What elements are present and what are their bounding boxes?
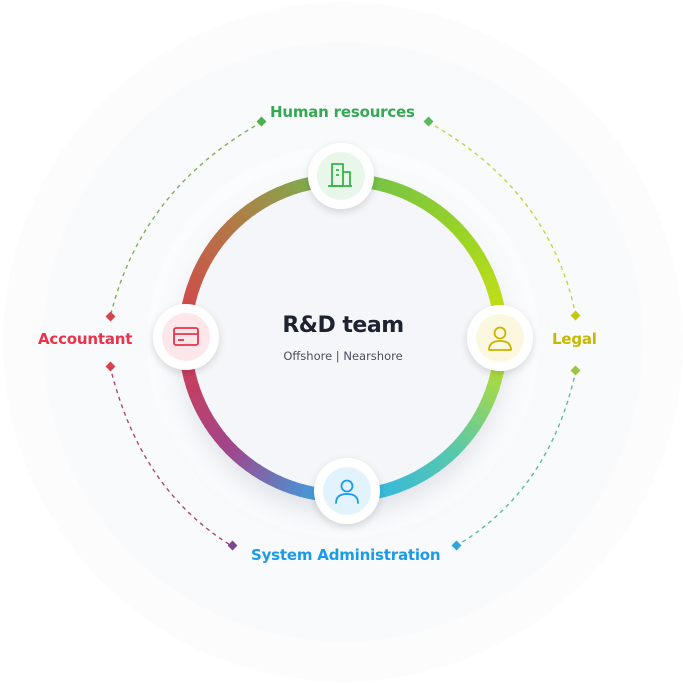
connector-legal-sysadm <box>455 369 577 547</box>
connector-hr-legal <box>427 121 577 317</box>
endpoint-diamond <box>451 540 462 551</box>
center-disc <box>183 182 503 502</box>
connector-hr-acct <box>109 121 263 319</box>
node-sysadm[interactable] <box>314 458 380 524</box>
endpoint-diamond <box>570 310 581 321</box>
user-icon <box>335 479 359 504</box>
label-legal: Legal <box>552 330 597 348</box>
endpoint-diamond <box>570 365 581 376</box>
label-sysadm: System Administration <box>251 546 441 564</box>
building-icon <box>328 163 352 187</box>
label-hr: Human resources <box>270 103 415 121</box>
node-hr[interactable] <box>308 143 374 209</box>
user-icon <box>488 326 512 351</box>
node-legal[interactable] <box>467 305 533 371</box>
center-subtitle: Offshore | Nearshore <box>283 349 403 363</box>
center-title: R&D team <box>282 313 404 338</box>
node-acct[interactable] <box>153 304 219 370</box>
endpoint-diamond <box>227 540 238 551</box>
credit-card-icon <box>173 327 199 346</box>
label-acct: Accountant <box>38 330 133 348</box>
